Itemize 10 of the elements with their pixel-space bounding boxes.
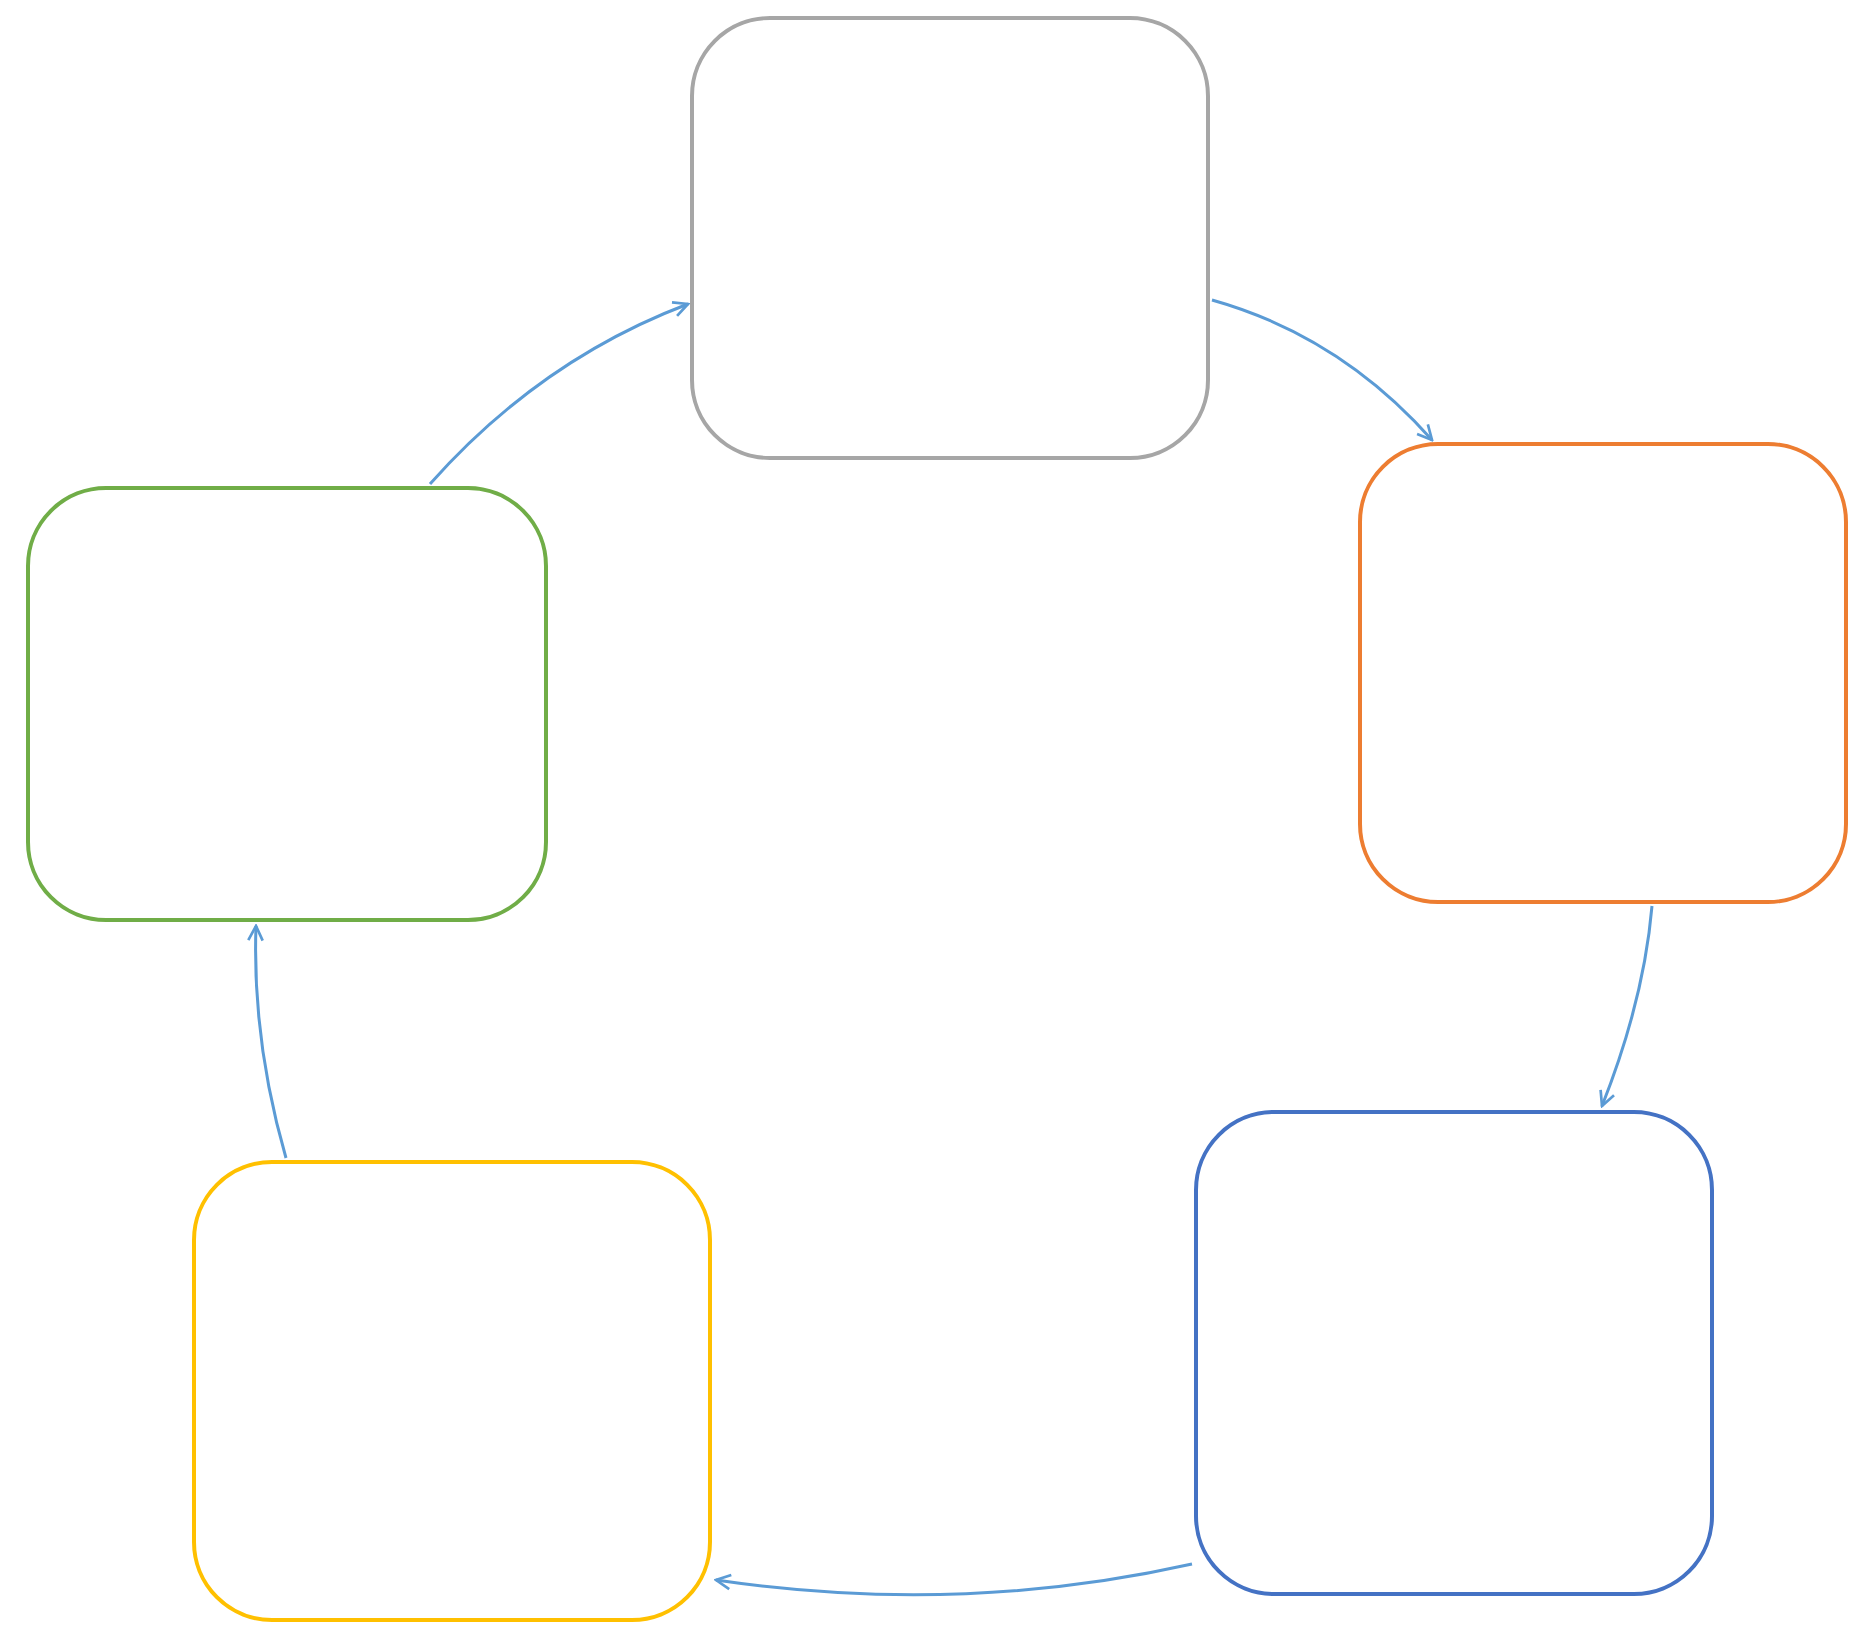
rounded-box	[26, 486, 548, 922]
curved-arrow	[247, 924, 288, 1159]
rounded-box	[690, 16, 1210, 460]
curved-arrow	[1599, 905, 1654, 1108]
rounded-box	[192, 1160, 712, 1622]
curved-arrow	[1211, 298, 1434, 442]
rounded-box	[1194, 1110, 1714, 1596]
curved-arrow	[714, 1562, 1193, 1597]
rounded-box	[1358, 442, 1848, 904]
curved-arrow	[428, 301, 690, 485]
